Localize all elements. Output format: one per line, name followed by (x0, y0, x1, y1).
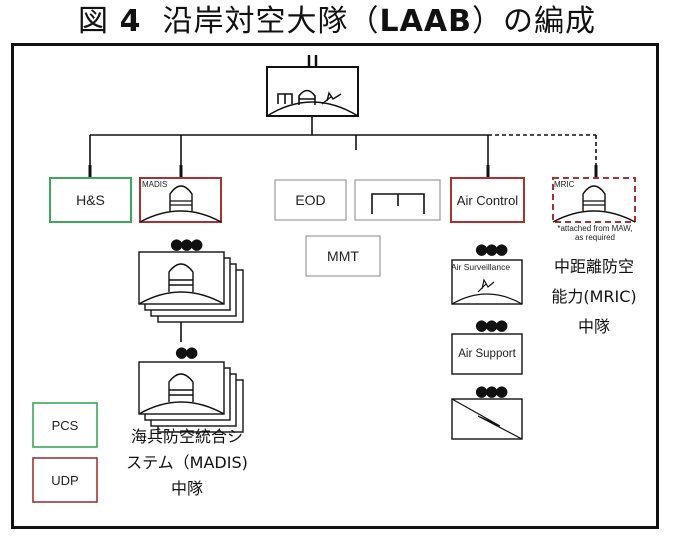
page-title: 図 4 沿岸対空大隊（LAAB）の編成 (0, 2, 674, 42)
legend-pcs-box (32, 402, 98, 448)
legend-udp-label: UDP (51, 472, 79, 488)
mric-note: *attached from MAW, as required (557, 224, 633, 242)
air-surveillance-label: Air Surveillance (451, 262, 511, 272)
madis-stack-lower (138, 361, 244, 433)
eod-box (274, 179, 347, 221)
signal-unit-symbol (451, 398, 523, 440)
air-surveillance-symbol (451, 259, 523, 305)
madis-annotation-line: 海兵防空統合シ (130, 427, 243, 446)
air-control-box (450, 177, 525, 223)
madis-stack-upper (138, 251, 244, 323)
mric-annotation-line: 中隊 (577, 317, 610, 336)
madis-annotation: 海兵防空統合シ ステム（MADIS) 中隊 (112, 424, 262, 502)
madis-annotation-line: ステム（MADIS) (126, 453, 248, 472)
air-support-label: Air Support (458, 348, 516, 360)
mric-symbol (552, 177, 636, 223)
mric-annotation-line: 中距離防空 (553, 257, 634, 276)
multiplicity-dots: ●●● (475, 382, 508, 400)
madis-label: MADIS (142, 180, 168, 189)
title-abbr: LAAB (379, 4, 472, 39)
title-suffix: ）の編成 (471, 4, 596, 39)
figure-prefix: 図 (78, 4, 110, 39)
multiplicity-dots: ●●● (475, 316, 508, 334)
diagram-frame (11, 43, 659, 529)
air-support-box (451, 333, 523, 375)
madis-symbol (139, 177, 222, 223)
eod-label: EOD (295, 192, 326, 208)
legend-pcs-label: PCS (51, 417, 79, 433)
madis-annotation-line: 中隊 (170, 479, 203, 498)
air-control-label: Air Control (456, 192, 519, 208)
title-main: 沿岸対空大隊（ (162, 4, 380, 39)
legend-udp-box (32, 457, 98, 503)
mric-annotation: 中距離防空 能力(MRIC) 中隊 (534, 252, 654, 342)
multiplicity-dots: ●●● (475, 240, 508, 258)
figure-number: 4 (119, 4, 142, 39)
multiplicity-dots: ●●● (170, 235, 203, 253)
mric-annotation-line: 能力(MRIC) (551, 287, 637, 306)
hs-box (49, 177, 132, 223)
mmt-label: MMT (327, 248, 359, 264)
tick-marks (88, 165, 598, 178)
multiplicity-dots: ●● (175, 343, 198, 361)
hs-label: H&S (76, 192, 105, 208)
unidentified-unit-box (354, 179, 441, 221)
mric-label: MRIC (554, 180, 575, 189)
mmt-box (305, 235, 381, 277)
hq-symbol (266, 55, 359, 117)
